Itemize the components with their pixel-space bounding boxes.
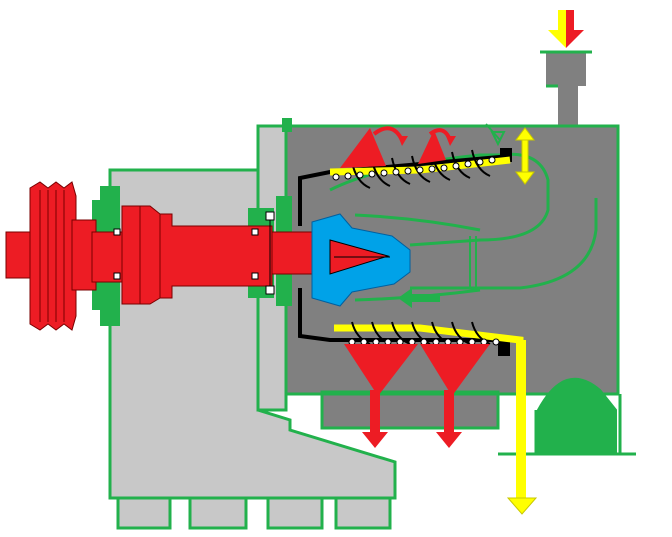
curved-arrowheads	[398, 136, 456, 146]
foot-2	[190, 498, 246, 528]
liquid-outlet-pipe	[516, 340, 526, 500]
foot-outline-1	[116, 496, 172, 530]
bowl-wall-top	[298, 154, 511, 226]
arrow-stem	[485, 123, 501, 141]
bowl-inner-contour-2	[410, 198, 598, 290]
housing-top-tab	[282, 118, 292, 132]
housing-guides	[469, 236, 477, 288]
foot-outline-3	[266, 496, 324, 530]
solids-top-2	[418, 130, 446, 164]
solids-outlets	[340, 128, 490, 448]
solids-chute-1	[370, 390, 380, 434]
skirt-outline	[320, 390, 500, 430]
up-down-arrow-icon	[515, 127, 535, 185]
foot-4	[336, 498, 390, 528]
feed-pipe-top	[548, 52, 586, 86]
solids-chute-2	[444, 390, 454, 434]
left-arrow-icon	[398, 288, 440, 308]
solids-outlet-arrow-2	[436, 432, 462, 448]
housing-skirt	[322, 392, 498, 428]
drive-pulley	[29, 181, 77, 331]
flow-arrows	[398, 123, 506, 308]
foot-outline-2	[188, 496, 248, 530]
pulley-grooves	[39, 190, 161, 322]
solids-outlet-arrow-1	[362, 432, 388, 448]
solids-top-1	[340, 128, 386, 168]
bearing-markers	[113, 211, 275, 295]
down-arrow-icon	[548, 10, 584, 48]
solids-funnel-2	[420, 344, 490, 396]
screw-flights-bottom	[351, 321, 491, 345]
foot-3	[268, 498, 322, 528]
foot-outline-4	[334, 496, 392, 530]
bowl-end-bottom	[498, 342, 510, 356]
solids-chute	[537, 377, 617, 453]
foot-1	[118, 498, 170, 528]
liquid-outlet-arrow	[506, 497, 538, 515]
down-arrow-icon	[490, 131, 506, 147]
solids-funnel-1	[344, 344, 418, 396]
